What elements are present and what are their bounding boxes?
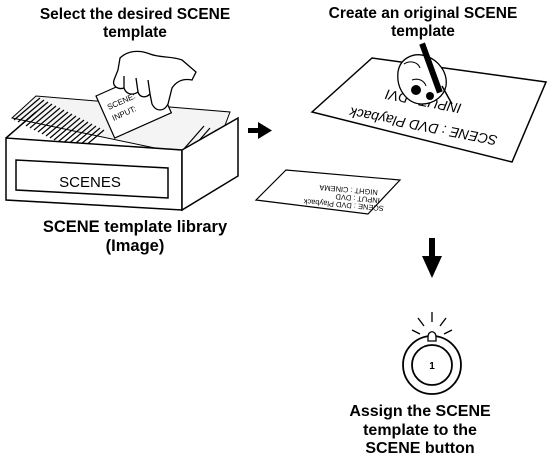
- hand-icon: [112, 50, 197, 111]
- assign-caption-line1: Assign the SCENE: [349, 403, 491, 420]
- step1-title-line1: Select the desired SCENE: [39, 6, 231, 23]
- box-label-plate: [15, 159, 169, 199]
- assign-caption-line2: template to the: [363, 421, 477, 439]
- assign-caption: Assign the SCENE template to the SCENE b…: [330, 403, 510, 459]
- library-caption: SCENE template library (Image): [0, 218, 270, 256]
- box-side: [181, 116, 239, 212]
- step2-title-line2: template: [391, 22, 455, 40]
- small-scene-card: NIGHT : CINEMA INPUT : DVD SCENE : DVD P…: [254, 169, 402, 215]
- arrow-down-icon: [422, 238, 442, 278]
- small-card-line2: INPUT : DVD: [335, 192, 381, 205]
- box-label: SCENES: [59, 174, 121, 191]
- pen-hand-icon: [397, 42, 453, 105]
- step2-title: Create an original SCENE template: [298, 5, 547, 41]
- scene-button-icon: 1: [402, 312, 462, 395]
- step1-title-line2: template: [103, 23, 167, 41]
- scene-library-box: SCENES: [5, 95, 239, 212]
- library-caption-line2: (Image): [105, 237, 165, 256]
- library-caption-line1: SCENE template library: [42, 218, 228, 236]
- step1-title: Select the desired SCENE template: [0, 6, 270, 42]
- assign-caption-line3: SCENE button: [365, 440, 475, 458]
- arrow-right-icon: [248, 122, 272, 139]
- step2-title-line1: Create an original SCENE: [328, 5, 518, 22]
- scene-button-number: 1: [429, 361, 435, 372]
